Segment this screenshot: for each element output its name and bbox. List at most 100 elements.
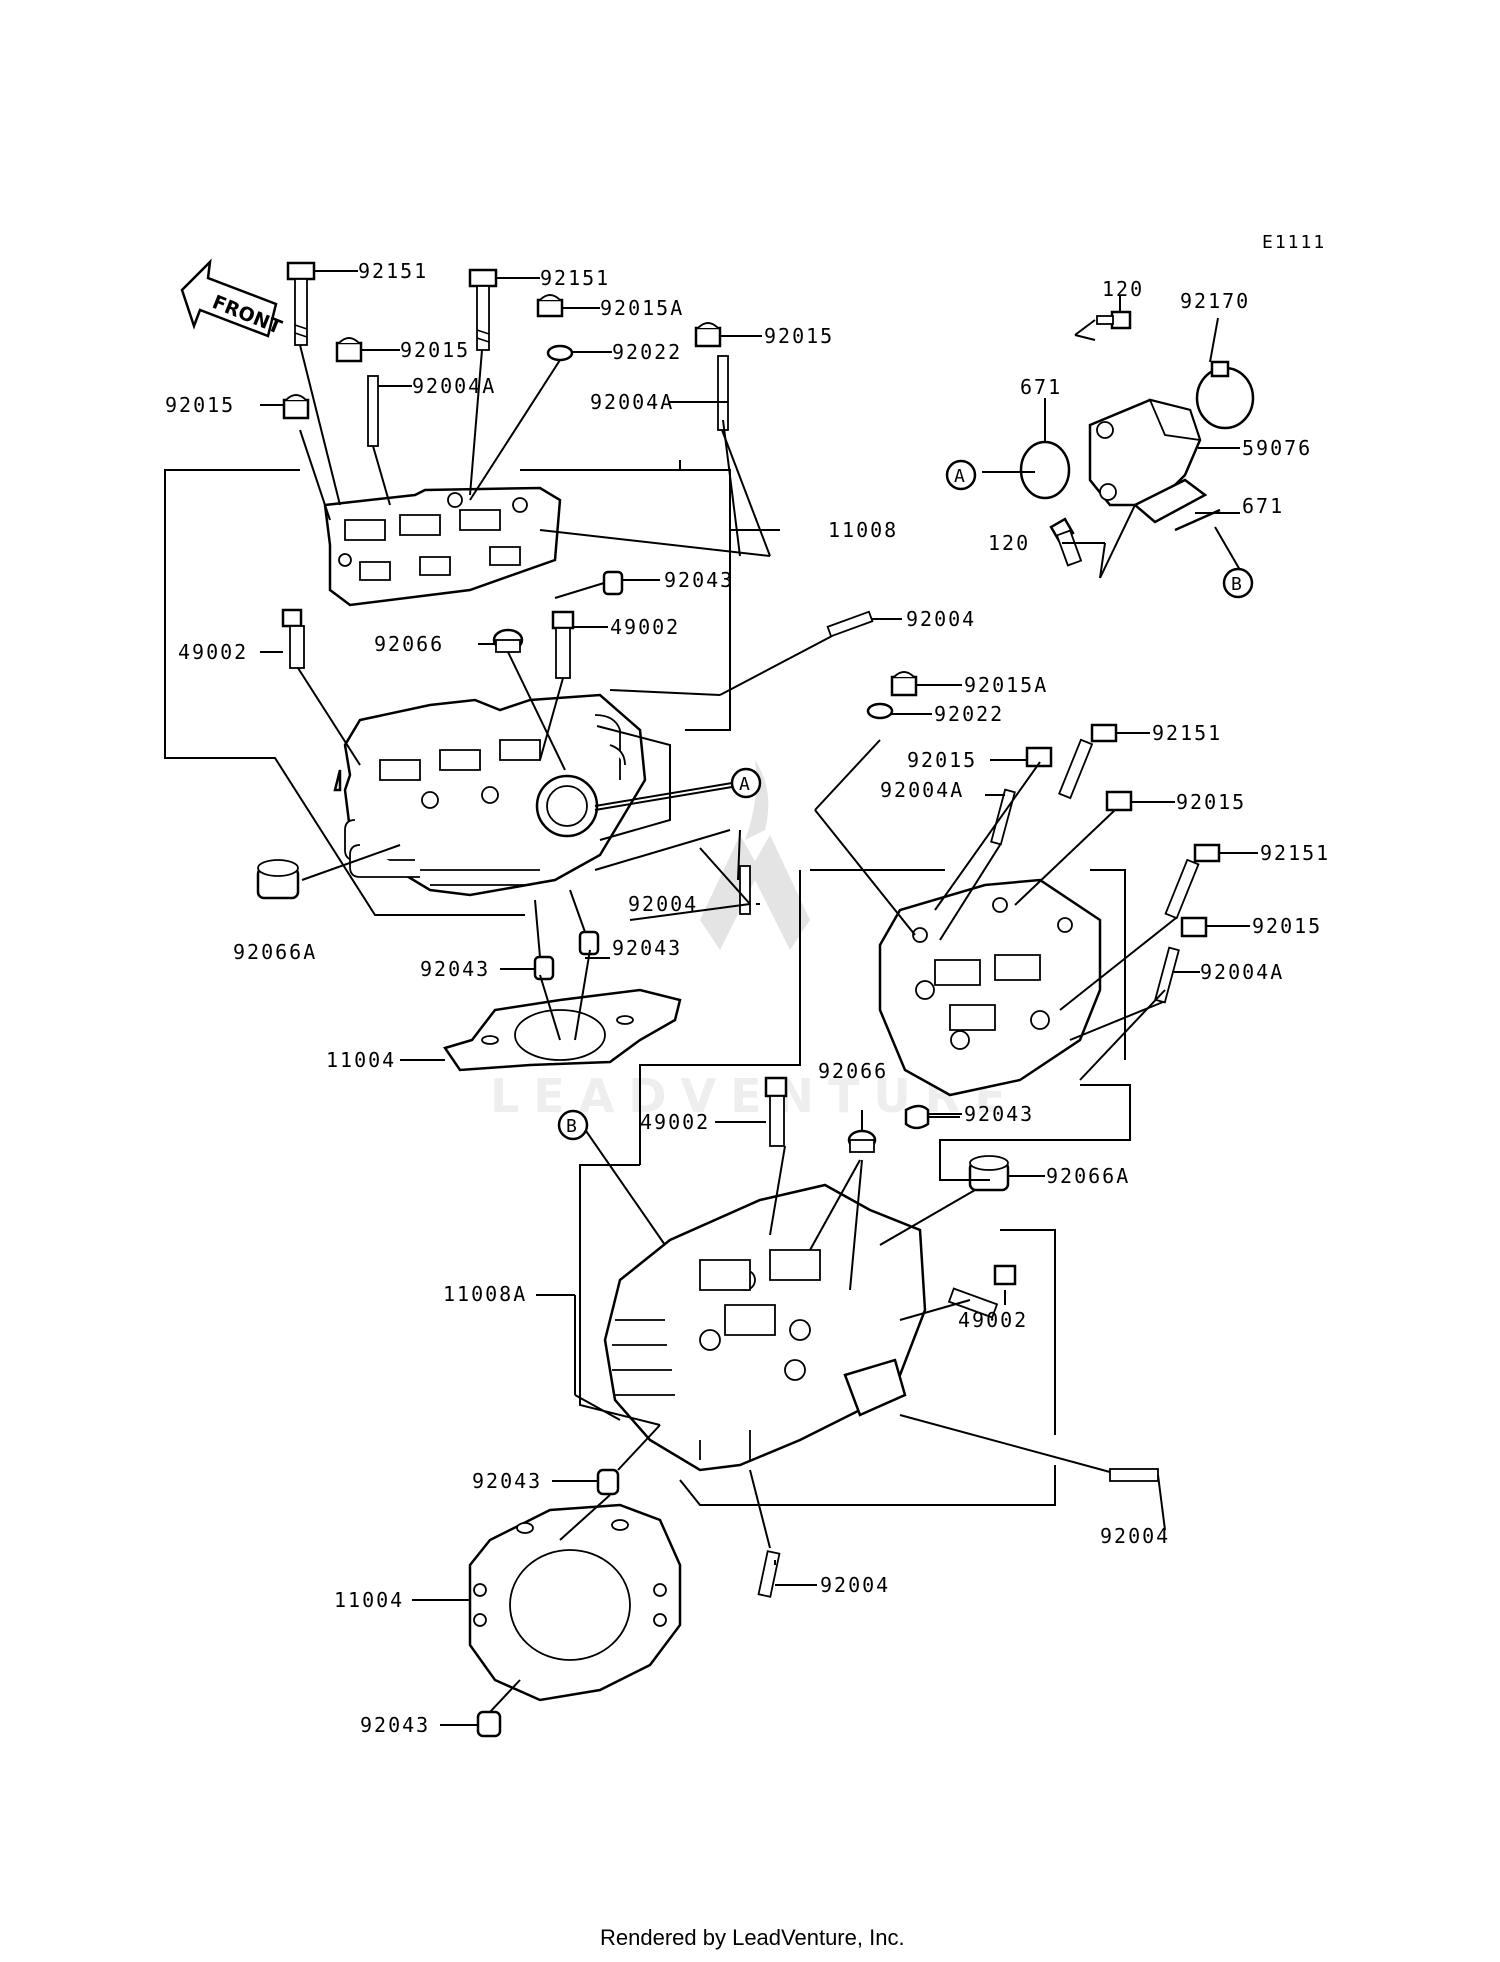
label-92004A: 92004A: [880, 778, 964, 802]
gasket-11004-b: [468, 1503, 682, 1702]
nut-92015-c: [282, 394, 310, 420]
label-92043: 92043: [472, 1469, 542, 1493]
label-92022: 92022: [934, 702, 1004, 726]
label-671: 671: [1242, 494, 1284, 518]
nut-92015A-b: [890, 671, 918, 697]
label-92004: 92004: [906, 607, 976, 631]
label-92015: 92015: [1176, 790, 1246, 814]
svg-text:A: A: [739, 774, 752, 795]
label-92015: 92015: [1252, 914, 1322, 938]
part-labels: 92151 92151 92015A 92015 92015 92015 920…: [165, 259, 1330, 1737]
label-92066A: 92066A: [1046, 1164, 1130, 1188]
label-92151: 92151: [1260, 841, 1330, 865]
label-59076: 59076: [1242, 436, 1312, 460]
label-92151: 92151: [540, 266, 610, 290]
plug-92066A-a: [256, 859, 300, 900]
plug-92066-a: [492, 628, 524, 653]
svg-text:B: B: [1231, 574, 1244, 595]
label-92015: 92015: [400, 338, 470, 362]
oring-671-a: [1019, 440, 1071, 500]
head-cover-front: [878, 878, 1102, 1097]
label-49002: 49002: [958, 1308, 1028, 1332]
callout-A-1: A: [730, 767, 762, 799]
nut-92015A-a: [536, 294, 564, 318]
stud-92004-c: [1109, 1468, 1159, 1482]
label-92015: 92015: [165, 393, 235, 417]
label-92066: 92066: [374, 632, 444, 656]
svg-text:A: A: [954, 466, 967, 487]
label-49002: 49002: [640, 1110, 710, 1134]
label-92170: 92170: [1180, 289, 1250, 313]
stud-92004A-a: [367, 375, 379, 447]
svg-text:B: B: [566, 1116, 579, 1137]
label-120: 120: [1102, 277, 1144, 301]
label-92043: 92043: [360, 1713, 430, 1737]
label-92066: 92066: [818, 1059, 888, 1083]
label-92004: 92004: [1100, 1524, 1170, 1548]
label-11004: 11004: [334, 1588, 404, 1612]
label-11008: 11008: [828, 518, 898, 542]
dowel-92043-f: [476, 1710, 502, 1738]
bolt-120-b: [1049, 517, 1083, 567]
label-49002: 49002: [178, 640, 248, 664]
label-49002: 49002: [610, 615, 680, 639]
stud-92004A-d: [1154, 946, 1180, 1004]
cylinder-head-rear: [333, 693, 647, 897]
stud-92004A-c: [990, 788, 1016, 846]
bolt-92151-d: [1164, 843, 1221, 920]
plug-49002-d: [947, 1264, 1017, 1319]
stud-92004A-b: [717, 355, 729, 431]
diagram-id: E1111: [1262, 232, 1326, 253]
plug-49002-a: [281, 608, 305, 669]
label-92066A: 92066A: [233, 940, 317, 964]
label-92043: 92043: [612, 936, 682, 960]
cylinder-head-front: [603, 1183, 927, 1472]
plug-92066-b: [847, 1129, 877, 1153]
bolt-92151-a: [286, 261, 316, 346]
bolt-92151-b: [468, 268, 498, 351]
label-92151: 92151: [1152, 721, 1222, 745]
label-92004A: 92004A: [590, 390, 674, 414]
dowel-92043-e: [596, 1468, 620, 1496]
bolt-92151-c: [1058, 723, 1118, 800]
dowel-92043-c: [533, 955, 555, 981]
leader-lines: [164, 270, 1258, 1726]
dowel-92043-d: [904, 1104, 930, 1130]
footer-credit: Rendered by LeadVenture, Inc.: [600, 1925, 905, 1950]
callout-B-2: B: [557, 1109, 589, 1141]
label-92022: 92022: [612, 340, 682, 364]
plug-92066A-b: [968, 1155, 1010, 1192]
label-92004A: 92004A: [412, 374, 496, 398]
washer-92022-a: [546, 344, 574, 362]
label-92004: 92004: [820, 1573, 890, 1597]
label-92015: 92015: [907, 748, 977, 772]
dowel-92043-a: [602, 570, 624, 596]
label-92043: 92043: [664, 568, 734, 592]
stud-92004-d: [757, 1550, 781, 1598]
plug-49002-c: [764, 1076, 788, 1147]
label-92004A: 92004A: [1200, 960, 1284, 984]
nut-92015-f: [1180, 916, 1208, 938]
label-92043: 92043: [420, 957, 490, 981]
label-92151: 92151: [358, 259, 428, 283]
front-arrow-icon: FRONT: [180, 258, 285, 339]
stud-92004-b: [739, 865, 751, 915]
nut-92015-b: [694, 322, 722, 348]
label-11004: 11004: [326, 1048, 396, 1072]
washer-92022-b: [866, 702, 894, 720]
label-92043: 92043: [964, 1102, 1034, 1126]
label-92015: 92015: [764, 324, 834, 348]
label-120: 120: [988, 531, 1030, 555]
label-671: 671: [1020, 375, 1062, 399]
callout-B-1: B: [1222, 567, 1254, 599]
clamp-92170: [1195, 360, 1255, 430]
label-92015A: 92015A: [964, 673, 1048, 697]
label-11008A: 11008A: [443, 1282, 527, 1306]
stud-92004-a: [826, 610, 874, 638]
gasket-11004-a: [443, 988, 682, 1072]
nut-92015-e: [1105, 790, 1133, 812]
plug-49002-b: [551, 610, 575, 679]
water-outlet-59076: [1088, 398, 1208, 524]
nut-92015-a: [335, 337, 363, 363]
